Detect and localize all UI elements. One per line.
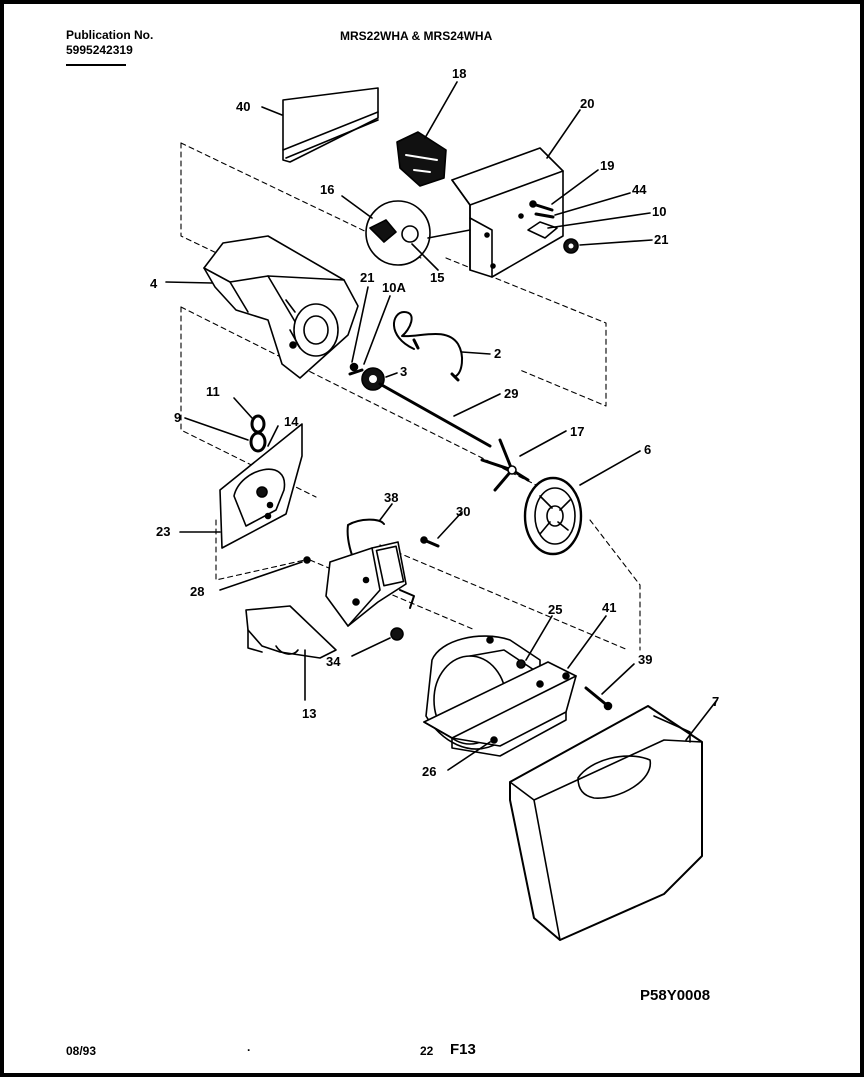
publication-label: Publication No. (66, 28, 154, 42)
callout-41: 41 (602, 600, 616, 615)
callout-6: 6 (644, 442, 651, 457)
part-39-screw (584, 686, 613, 711)
callout-21-lower: 21 (360, 270, 374, 285)
publication-number: 5995242319 (66, 43, 133, 57)
callout-18-upper: 18 (452, 66, 466, 81)
callout-11: 11 (206, 384, 220, 399)
callout-9: 9 (174, 410, 181, 425)
callout-21-upper: 21 (654, 232, 668, 247)
callout-40: 40 (236, 99, 250, 114)
part-20-housing (451, 147, 564, 278)
header-rule (66, 64, 126, 66)
callout-13: 13 (302, 706, 316, 721)
part-41-mounting-bracket (423, 661, 577, 757)
part-21-nut-upper (563, 238, 579, 254)
callout-25: 25 (548, 602, 562, 617)
model-numbers: MRS22WHA & MRS24WHA (340, 29, 493, 43)
part-16-15-detail (365, 200, 471, 266)
footer-dot: · (247, 1043, 251, 1057)
callout-2: 2 (494, 346, 501, 361)
part-30-screw (420, 536, 440, 548)
callout-30: 30 (456, 504, 470, 519)
callout-44: 44 (632, 182, 647, 197)
callout-3: 3 (400, 364, 407, 379)
part-34-nut (390, 627, 404, 641)
footer-date: 08/93 (66, 1044, 97, 1058)
frame-right (860, 0, 864, 1077)
callout-labels: 40 18 20 19 44 10 21 16 15 4 21 10A 2 3 … (150, 66, 719, 779)
callout-7: 7 (712, 694, 719, 709)
part-18-switch (396, 131, 447, 187)
callout-26: 26 (422, 764, 436, 779)
part-17-impeller (480, 438, 530, 492)
part-solenoid-actuator (325, 541, 415, 627)
callout-38: 38 (384, 490, 398, 505)
footer-page-number: 22 (420, 1044, 434, 1058)
callout-10: 10 (652, 204, 666, 219)
callout-39: 39 (638, 652, 652, 667)
frame-top (0, 0, 864, 4)
callout-23: 23 (156, 524, 170, 539)
part-4-container (203, 235, 359, 379)
part-2-wire (393, 311, 464, 382)
drawing-code: P58Y0008 (640, 987, 711, 1004)
part-13-lever (245, 605, 337, 659)
part-23-door-panel (219, 423, 303, 549)
part-40-cover-plate (282, 87, 379, 163)
part-6-wheel (523, 476, 583, 556)
callout-4: 4 (150, 276, 158, 291)
part-21-10a-fasteners (348, 362, 364, 376)
callout-10a: 10A (382, 280, 406, 295)
callout-19: 19 (600, 158, 614, 173)
callout-20: 20 (580, 96, 594, 111)
part-3-gear (361, 367, 385, 391)
part-19-44-10-fasteners (527, 200, 558, 239)
part-7-front-cover (509, 705, 703, 941)
callout-17: 17 (570, 424, 584, 439)
part-11-9-washers (249, 414, 267, 453)
callout-14: 14 (284, 414, 299, 429)
dashed-guide-lines (180, 142, 641, 651)
callout-15: 15 (430, 270, 444, 285)
frame-left (0, 0, 4, 1077)
frame-bottom (0, 1073, 864, 1077)
callout-16: 16 (320, 182, 334, 197)
callout-28: 28 (190, 584, 204, 599)
callout-34: 34 (326, 654, 341, 669)
part-29-shaft (378, 382, 492, 448)
footer-figure: F13 (450, 1041, 476, 1058)
callout-29: 29 (504, 386, 518, 401)
